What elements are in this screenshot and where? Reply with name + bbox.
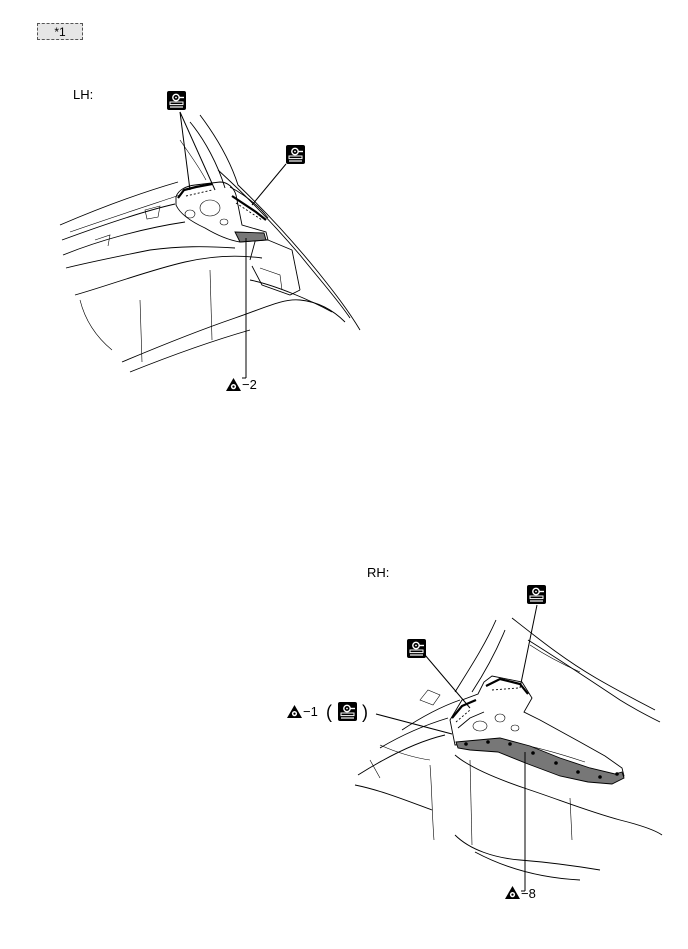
rh-callout-8: −8 xyxy=(521,886,536,901)
adhesive-icon xyxy=(406,638,427,659)
seal-point-icon xyxy=(226,378,241,391)
adhesive-icon xyxy=(285,144,306,165)
lh-view-label: LH: xyxy=(73,87,94,102)
illustration-tag: *1 xyxy=(37,23,83,40)
rh-callout-1-open-paren: ( xyxy=(326,702,332,722)
rh-callout-1-close-paren: ) xyxy=(362,702,368,722)
rh-callout-1: −1 xyxy=(303,704,318,719)
rh-illustration xyxy=(354,604,663,892)
seal-point-icon xyxy=(287,705,302,718)
adhesive-icon xyxy=(337,701,358,722)
lh-callout-2: −2 xyxy=(242,377,257,392)
adhesive-icon xyxy=(166,90,187,111)
seal-point-icon xyxy=(505,886,520,899)
rh-view-label: RH: xyxy=(367,565,390,580)
lh-illustration xyxy=(59,111,361,379)
adhesive-icon xyxy=(526,584,547,605)
